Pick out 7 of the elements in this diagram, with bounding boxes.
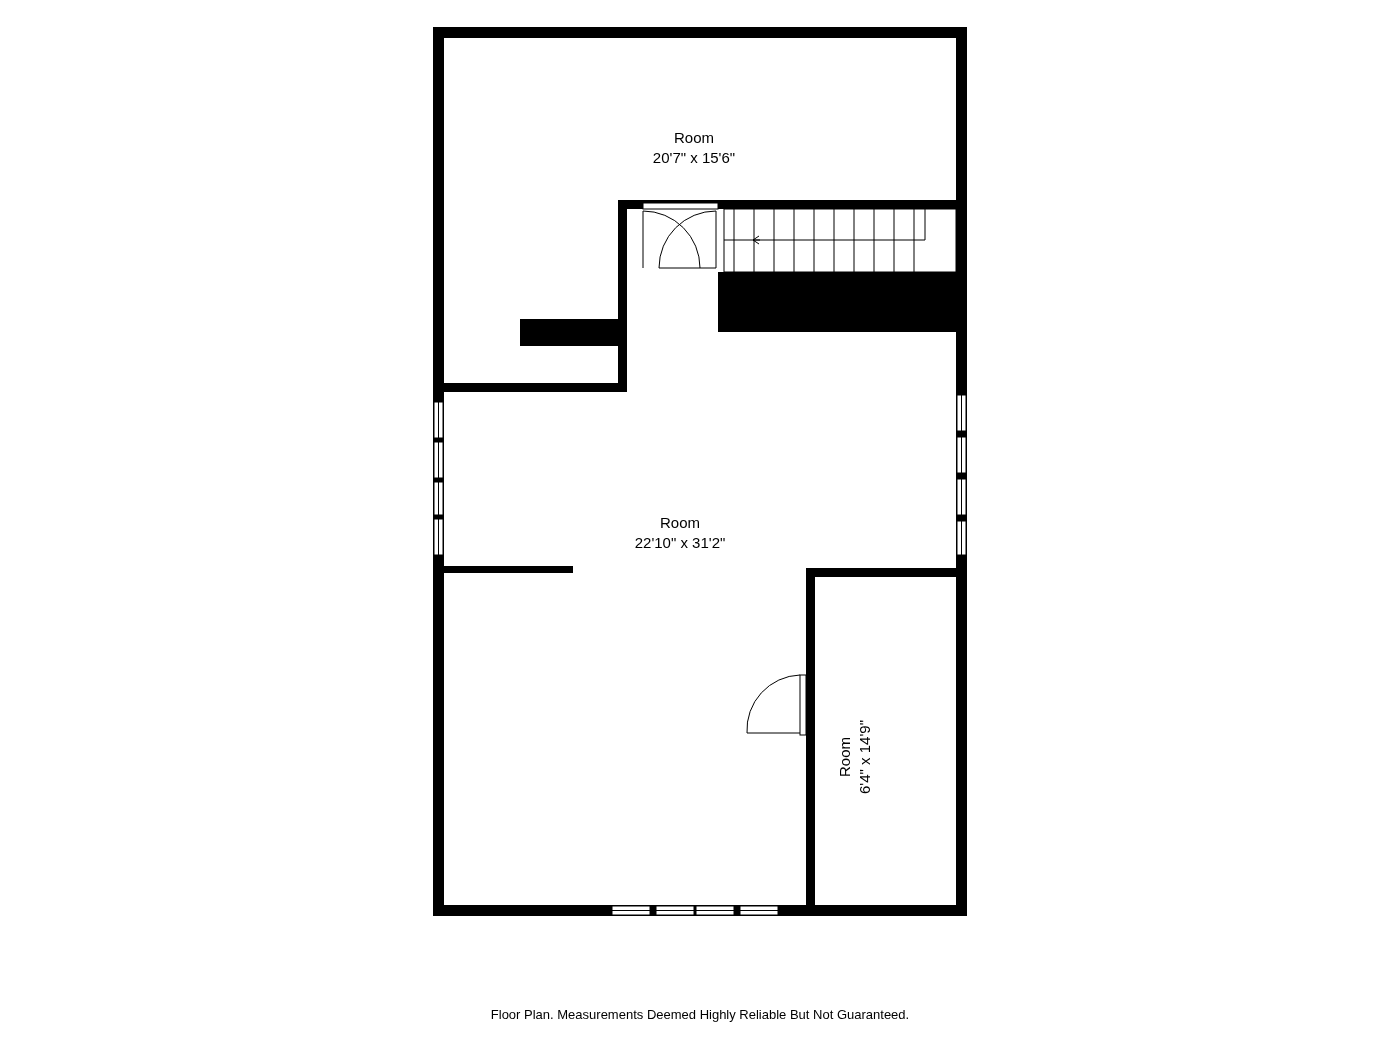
room-name: Room xyxy=(660,513,700,533)
footer-note: Floor Plan. Measurements Deemed Highly Reliable But Not Guaranteed. xyxy=(490,1006,910,1024)
room-dimensions: 22'10" x 31'2" xyxy=(634,533,726,553)
room-dimensions: 20'7" x 15'6" xyxy=(652,148,736,168)
room-name: Room xyxy=(835,737,854,777)
room-name: Room xyxy=(674,128,714,148)
room-dimensions: 6'4" x 14'9" xyxy=(855,720,874,794)
